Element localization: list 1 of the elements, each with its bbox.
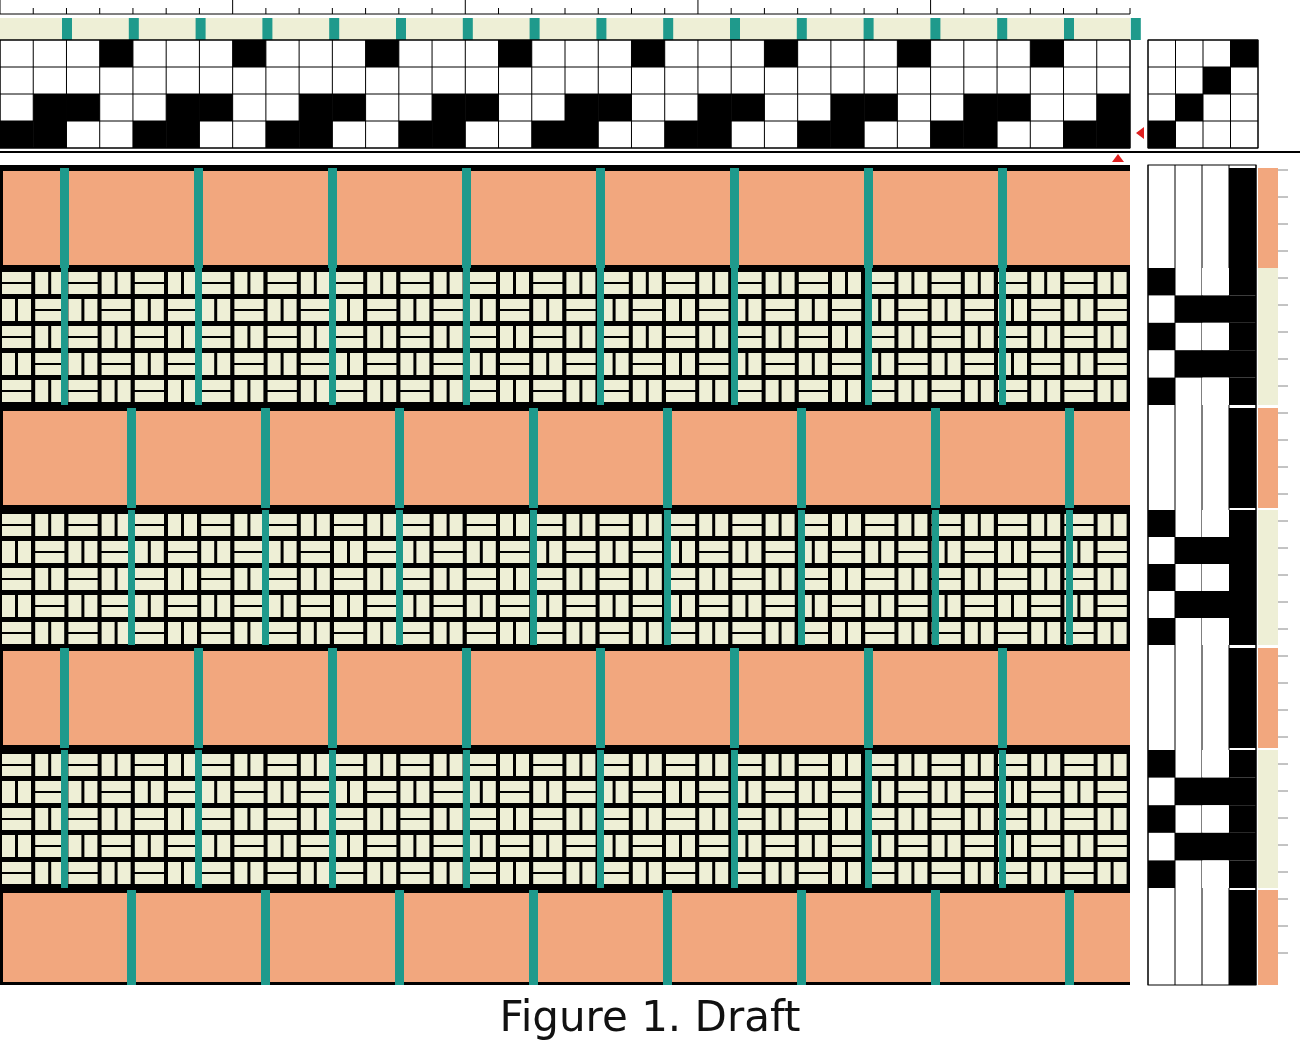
figure-caption: Figure 1. Draft (499, 992, 801, 1041)
